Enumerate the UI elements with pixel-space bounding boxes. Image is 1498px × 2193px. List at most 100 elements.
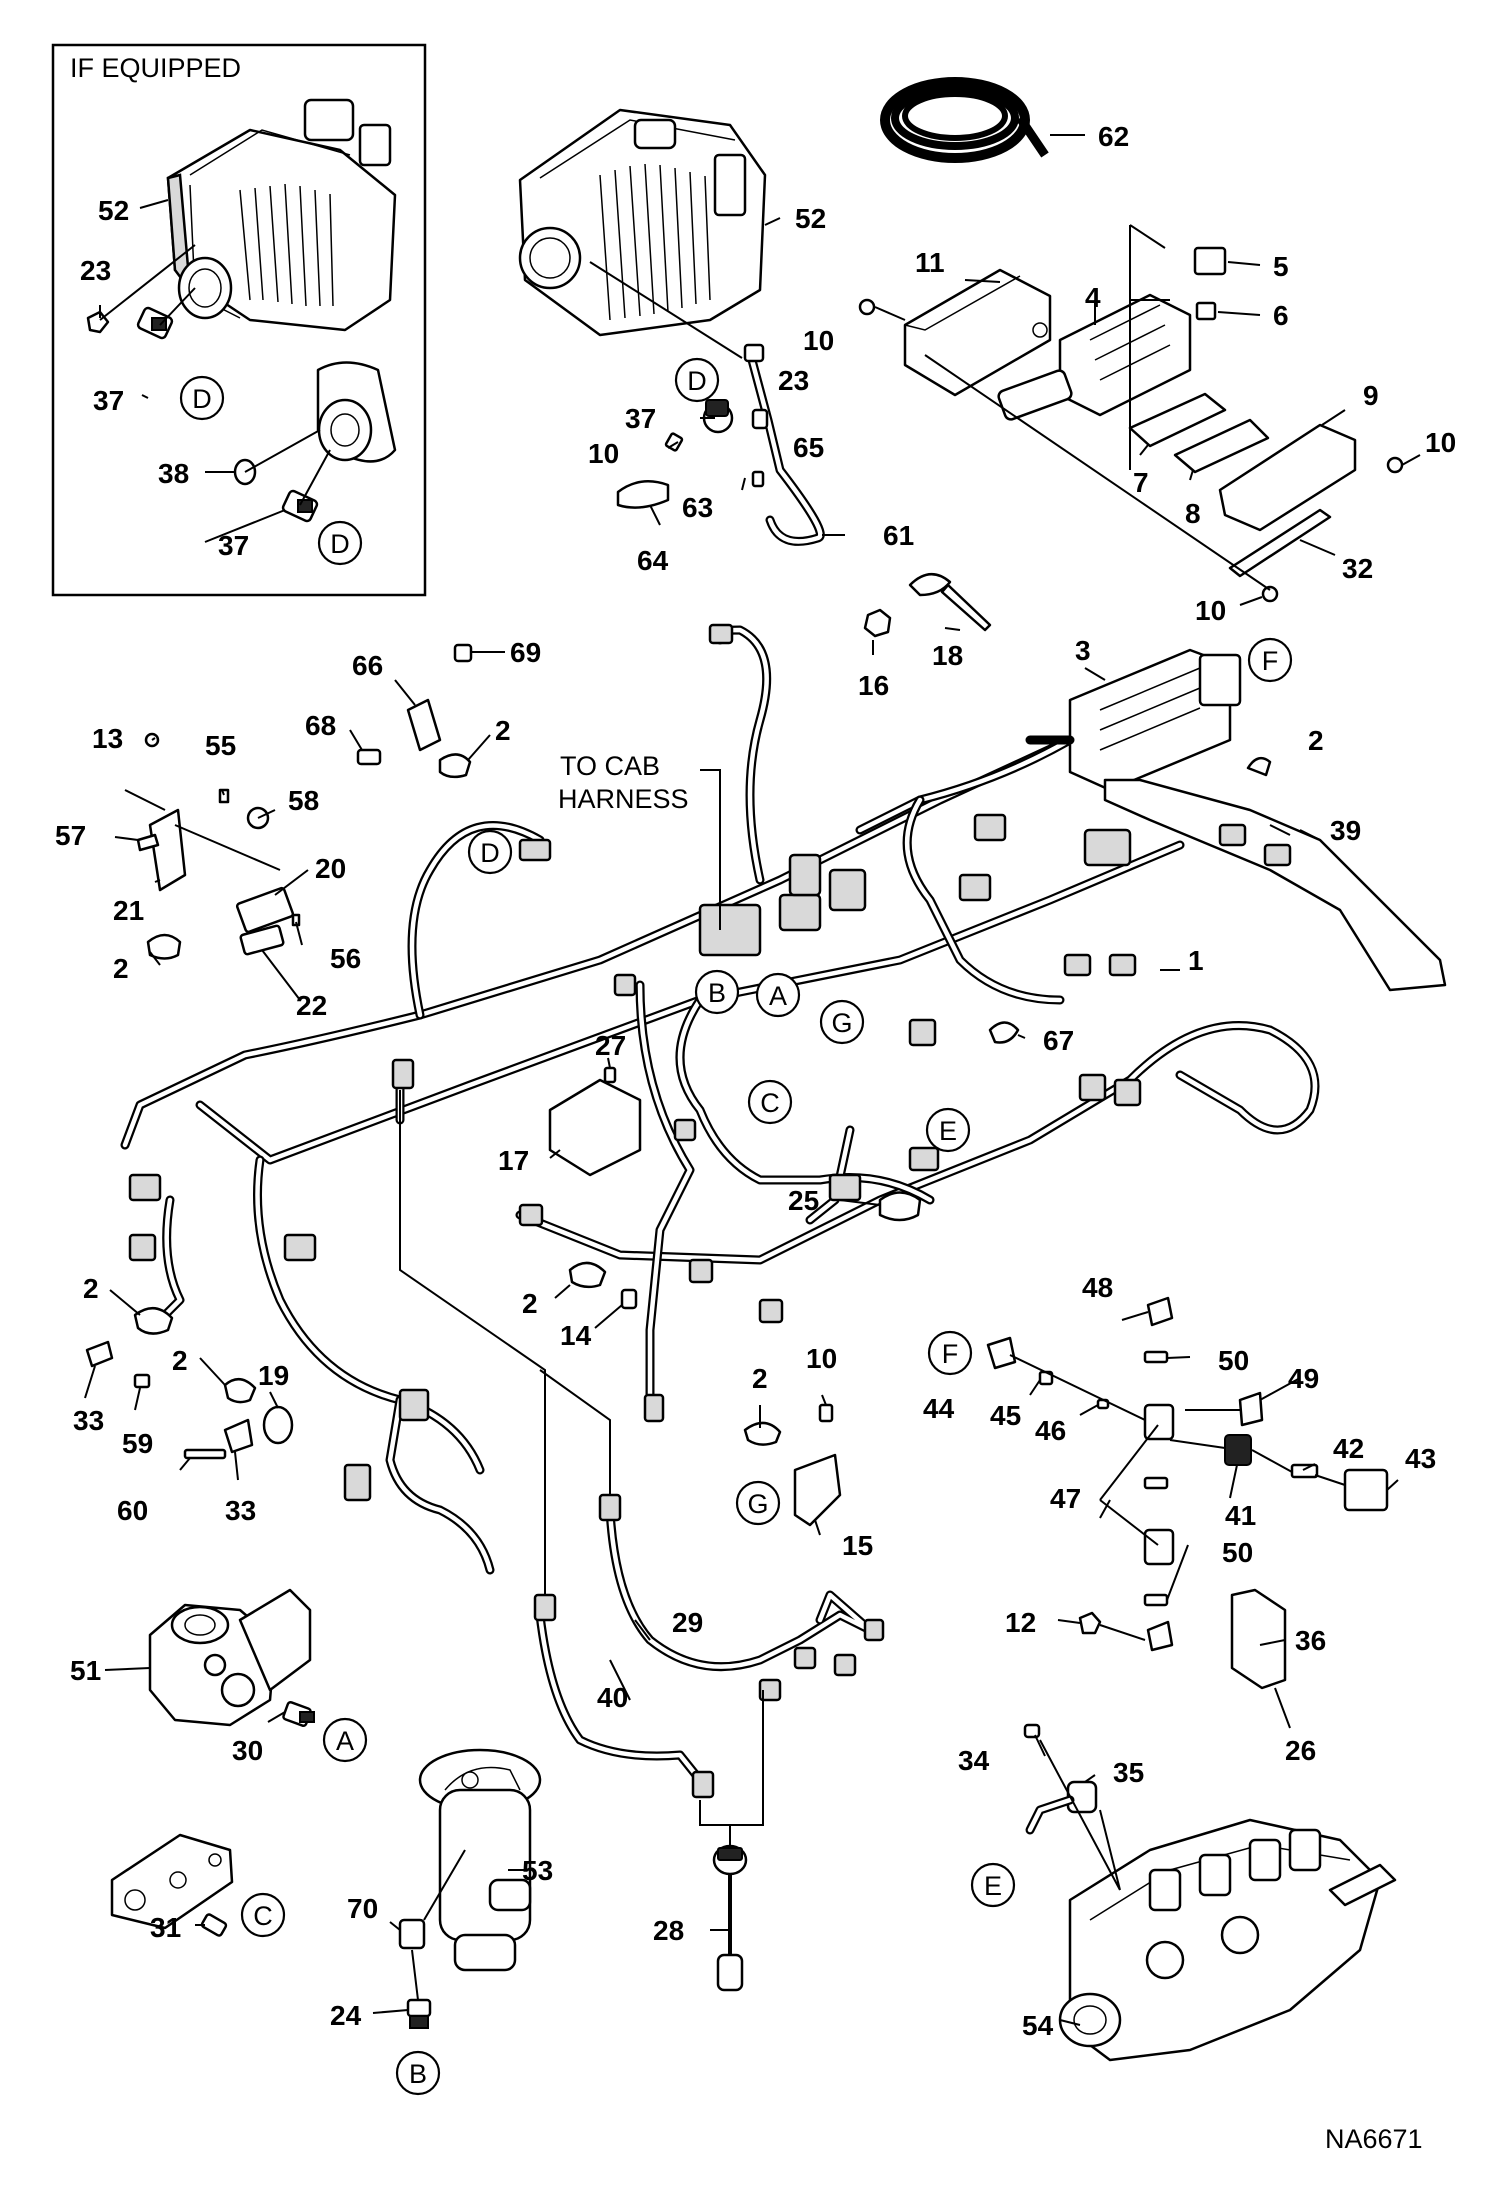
bracket-15 (793, 1453, 842, 1527)
clamp-2-19 (223, 1378, 257, 1404)
part-label-35: 35 (1113, 1757, 1144, 1788)
part-label-23a: 23 (80, 255, 111, 286)
callout-A1: A (755, 972, 801, 1018)
part-label-47: 47 (1050, 1483, 1081, 1514)
svg-text:D: D (480, 838, 500, 868)
part-label-29: 29 (672, 1607, 703, 1638)
part-number-labels: 52 23 37 38 37 52 23 37 10 65 63 61 64 6… (55, 121, 1456, 2041)
inset-sensor-37a (136, 306, 174, 340)
callout-B1: B (694, 969, 740, 1015)
part-label-2e: 2 (172, 1345, 188, 1376)
sender-leaders (699, 1690, 764, 1845)
sensor-30 (282, 1701, 315, 1727)
part-label-65: 65 (793, 432, 824, 463)
screw-14 (620, 1288, 638, 1310)
callout-G1: G (819, 999, 865, 1045)
callout-C2: C (240, 1892, 286, 1938)
svg-text:C: C (760, 1088, 780, 1118)
clip-66 (356, 643, 473, 779)
part-label-48: 48 (1082, 1272, 1113, 1303)
screw-27 (603, 1066, 617, 1084)
part-label-64: 64 (637, 545, 669, 576)
callout-D4: D (467, 829, 513, 875)
cab-harness-note-line2: HARNESS (558, 784, 689, 814)
sensor-37-main (702, 399, 734, 434)
part-label-50a: 50 (1218, 1345, 1249, 1376)
svg-text:F: F (942, 1339, 959, 1369)
clamp-2-center (568, 1261, 607, 1289)
part-label-40: 40 (597, 1682, 628, 1713)
part-label-10b: 10 (803, 325, 834, 356)
drawing-number: NA6671 (1325, 2124, 1423, 2154)
label-leaders (84, 134, 1421, 2026)
part-label-49: 49 (1288, 1363, 1319, 1394)
block-31 (110, 1833, 234, 1930)
tie-18 (908, 573, 992, 632)
svg-text:B: B (409, 2059, 427, 2089)
part-label-56: 56 (330, 943, 361, 974)
leader-52-23 (589, 261, 743, 359)
part-label-10d: 10 (1195, 595, 1226, 626)
svg-text:D: D (687, 366, 707, 396)
callout-E1: E (925, 1107, 971, 1153)
part-label-67: 67 (1043, 1025, 1074, 1056)
inset-title: IF EQUIPPED (70, 53, 241, 83)
pump-leaders (1039, 1739, 1121, 1891)
fuse-6 (1195, 301, 1217, 321)
clamp-2-15 (743, 1421, 782, 1446)
main-harness-1 (120, 625, 1320, 1575)
part-label-41: 41 (1225, 1500, 1256, 1531)
part-label-22: 22 (296, 990, 327, 1021)
bracket-33a (85, 1340, 114, 1368)
svg-text:G: G (831, 1008, 852, 1038)
callout-D2: D (317, 520, 363, 566)
svg-text:A: A (769, 981, 787, 1011)
part-label-54: 54 (1022, 2010, 1054, 2041)
part-label-62: 62 (1098, 121, 1129, 152)
part-label-34: 34 (958, 1745, 990, 1776)
callout-A2: A (322, 1717, 368, 1763)
callout-D3: D (674, 357, 720, 403)
callout-F1: F (1247, 637, 1293, 683)
hose-62 (880, 77, 1049, 163)
part-label-11: 11 (915, 247, 945, 278)
callout-F2: F (927, 1330, 973, 1376)
bracket-11 (903, 268, 1052, 397)
part-label-61: 61 (883, 520, 914, 551)
svg-text:D: D (192, 384, 212, 414)
callout-G2: G (735, 1480, 781, 1526)
part-label-69: 69 (510, 637, 541, 668)
part-label-17: 17 (498, 1145, 529, 1176)
filter-53 (418, 1748, 542, 1972)
svg-text:B: B (708, 978, 726, 1008)
left-bracket-21 (124, 732, 301, 960)
fuse-block-3 (1025, 648, 1242, 792)
part-label-33a: 33 (73, 1405, 104, 1436)
part-label-28: 28 (653, 1915, 684, 1946)
label-8 (1173, 418, 1270, 474)
callout-C1: C (747, 1079, 793, 1125)
sender-28 (712, 1844, 748, 1992)
bracket-17 (548, 1078, 642, 1177)
part-label-2d: 2 (83, 1273, 99, 1304)
svg-text:D: D (330, 529, 350, 559)
part-label-2c: 2 (1308, 725, 1324, 756)
sensor-31 (200, 1913, 228, 1937)
part-label-5: 5 (1273, 251, 1289, 282)
part-label-13: 13 (92, 723, 123, 754)
part-label-32: 32 (1342, 553, 1373, 584)
cab-harness-leader (700, 769, 721, 930)
svg-text:G: G (747, 1489, 768, 1519)
part-label-21: 21 (113, 895, 144, 926)
part-label-10c: 10 (1425, 427, 1456, 458)
part-label-7: 7 (1133, 467, 1149, 498)
part-label-2a: 2 (495, 715, 511, 746)
bolt-10d (1261, 585, 1279, 603)
part-label-39: 39 (1330, 815, 1361, 846)
bolt-10e (818, 1403, 834, 1423)
cover-9 (1218, 423, 1357, 532)
svg-text:E: E (939, 1116, 957, 1146)
part-label-37a: 37 (93, 385, 124, 416)
part-label-8: 8 (1185, 498, 1201, 529)
nut-34 (1023, 1723, 1041, 1739)
